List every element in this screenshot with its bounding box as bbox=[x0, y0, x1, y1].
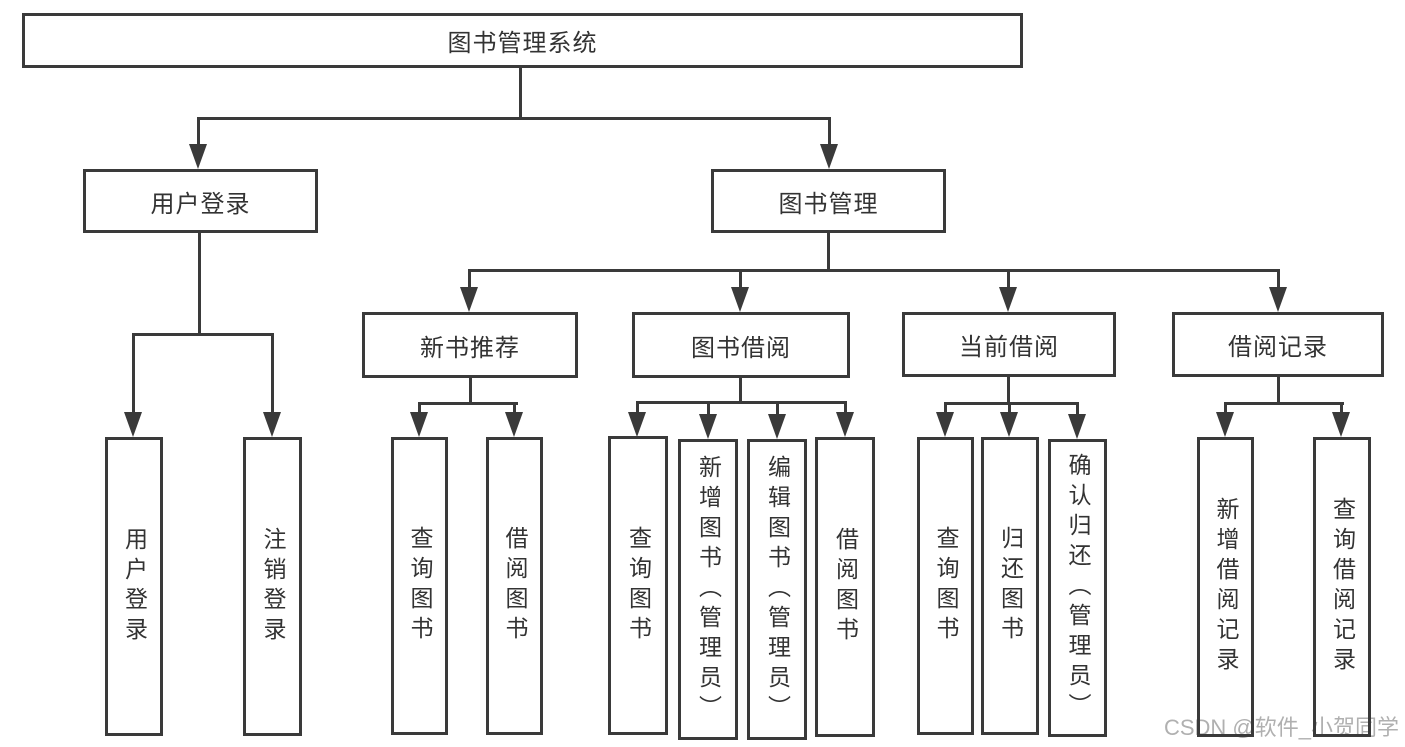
node-library-management-system: 图书管理系统 bbox=[22, 13, 1023, 68]
leaf-query-books-borrowing: 查询图书 bbox=[608, 436, 668, 735]
node-label: 图书管理系统 bbox=[447, 30, 598, 57]
node-current-borrowing: 当前借阅 bbox=[902, 312, 1116, 377]
arrow-down-icon bbox=[999, 287, 1017, 312]
connector-line bbox=[707, 401, 710, 417]
arrow-down-icon bbox=[189, 144, 207, 169]
leaf-borrow-books: 借阅图书 bbox=[815, 437, 875, 737]
node-label: 借阅图书 bbox=[832, 527, 859, 647]
connector-line bbox=[1277, 377, 1280, 405]
arrow-down-icon bbox=[731, 287, 749, 312]
node-label: 图书借阅 bbox=[691, 334, 791, 362]
connector-line bbox=[636, 401, 639, 417]
connector-line bbox=[1076, 402, 1079, 416]
node-label: 归还图书 bbox=[997, 526, 1024, 646]
leaf-add-borrow-record: 新增借阅记录 bbox=[1197, 437, 1254, 737]
leaf-add-book-admin: 新增图书（管理员） bbox=[678, 439, 738, 740]
connector-line bbox=[1007, 269, 1010, 292]
arrow-down-icon bbox=[836, 412, 854, 437]
connector-line bbox=[944, 402, 947, 416]
leaf-confirm-return-admin: 确认归还（管理员） bbox=[1048, 439, 1107, 737]
connector-line bbox=[776, 401, 779, 417]
node-label: 查询借阅记录 bbox=[1329, 497, 1356, 677]
node-label: 图书管理 bbox=[778, 190, 879, 218]
connector-line bbox=[197, 117, 831, 120]
arrow-down-icon bbox=[1332, 412, 1350, 437]
connector-line bbox=[739, 378, 742, 404]
connector-line bbox=[636, 401, 846, 404]
leaf-user-login: 用户登录 bbox=[105, 437, 163, 736]
arrow-down-icon bbox=[936, 412, 954, 437]
connector-line bbox=[828, 117, 831, 149]
node-label: 借阅图书 bbox=[502, 526, 528, 646]
connector-line bbox=[418, 402, 421, 416]
connector-line bbox=[1224, 402, 1344, 405]
node-book-borrowing: 图书借阅 bbox=[632, 312, 850, 378]
connector-line bbox=[1277, 269, 1280, 292]
arrow-down-icon bbox=[124, 412, 142, 437]
leaf-logout: 注销登录 bbox=[243, 437, 302, 736]
arrow-down-icon bbox=[628, 412, 646, 437]
node-label: 查询图书 bbox=[407, 526, 433, 646]
arrow-down-icon bbox=[460, 287, 478, 312]
arrow-down-icon bbox=[263, 412, 281, 437]
connector-line bbox=[418, 402, 518, 405]
node-label: 编辑图书（管理员） bbox=[764, 454, 791, 725]
node-label: 新增借阅记录 bbox=[1213, 497, 1239, 677]
connector-line bbox=[1340, 402, 1343, 416]
node-user-login: 用户登录 bbox=[83, 169, 318, 233]
node-label: 查询图书 bbox=[933, 526, 959, 646]
node-label: 确认归还（管理员） bbox=[1065, 453, 1091, 723]
leaf-query-borrow-record: 查询借阅记录 bbox=[1313, 437, 1371, 737]
leaf-return-book: 归还图书 bbox=[981, 437, 1039, 735]
node-label: 当前借阅 bbox=[959, 334, 1059, 361]
connector-line bbox=[1008, 402, 1011, 416]
arrow-down-icon bbox=[410, 412, 428, 437]
connector-line bbox=[132, 333, 135, 415]
leaf-query-books-recommend: 查询图书 bbox=[391, 437, 448, 735]
arrow-down-icon bbox=[1068, 414, 1086, 439]
arrow-down-icon bbox=[699, 414, 717, 439]
connector-line bbox=[844, 401, 847, 417]
node-borrowing-records: 借阅记录 bbox=[1172, 312, 1384, 377]
connector-line bbox=[827, 233, 830, 272]
connector-line bbox=[198, 233, 201, 336]
leaf-query-books-current: 查询图书 bbox=[917, 437, 974, 735]
node-new-book-recommendation: 新书推荐 bbox=[362, 312, 578, 378]
connector-line bbox=[944, 402, 1079, 405]
arrow-down-icon bbox=[820, 144, 838, 169]
node-label: 借阅记录 bbox=[1228, 334, 1328, 361]
node-label: 注销登录 bbox=[260, 526, 286, 647]
connector-line bbox=[468, 269, 1280, 272]
arrow-down-icon bbox=[768, 414, 786, 439]
csdn-watermark: CSDN @软件_小贺同学 bbox=[1163, 715, 1399, 740]
connector-line bbox=[197, 117, 200, 149]
leaf-borrow-books-recommend: 借阅图书 bbox=[486, 437, 543, 735]
arrow-down-icon bbox=[1000, 412, 1018, 437]
node-label: 新书推荐 bbox=[420, 334, 520, 362]
node-label: 查询图书 bbox=[625, 525, 652, 646]
node-label: 用户登录 bbox=[121, 526, 148, 647]
connector-line bbox=[1007, 377, 1010, 405]
node-label: 用户登录 bbox=[150, 190, 251, 218]
connector-line bbox=[739, 269, 742, 292]
arrow-down-icon bbox=[505, 412, 523, 437]
connector-line bbox=[468, 269, 471, 292]
connector-line bbox=[519, 66, 522, 119]
arrow-down-icon bbox=[1216, 412, 1234, 437]
connector-line bbox=[1224, 402, 1227, 416]
node-label: 新增图书（管理员） bbox=[695, 454, 722, 725]
arrow-down-icon bbox=[1269, 287, 1287, 312]
connector-line bbox=[513, 402, 516, 416]
connector-line bbox=[469, 378, 472, 405]
leaf-edit-book-admin: 编辑图书（管理员） bbox=[747, 439, 807, 740]
connector-line bbox=[132, 333, 274, 336]
node-book-management: 图书管理 bbox=[711, 169, 946, 233]
connector-line bbox=[271, 333, 274, 415]
